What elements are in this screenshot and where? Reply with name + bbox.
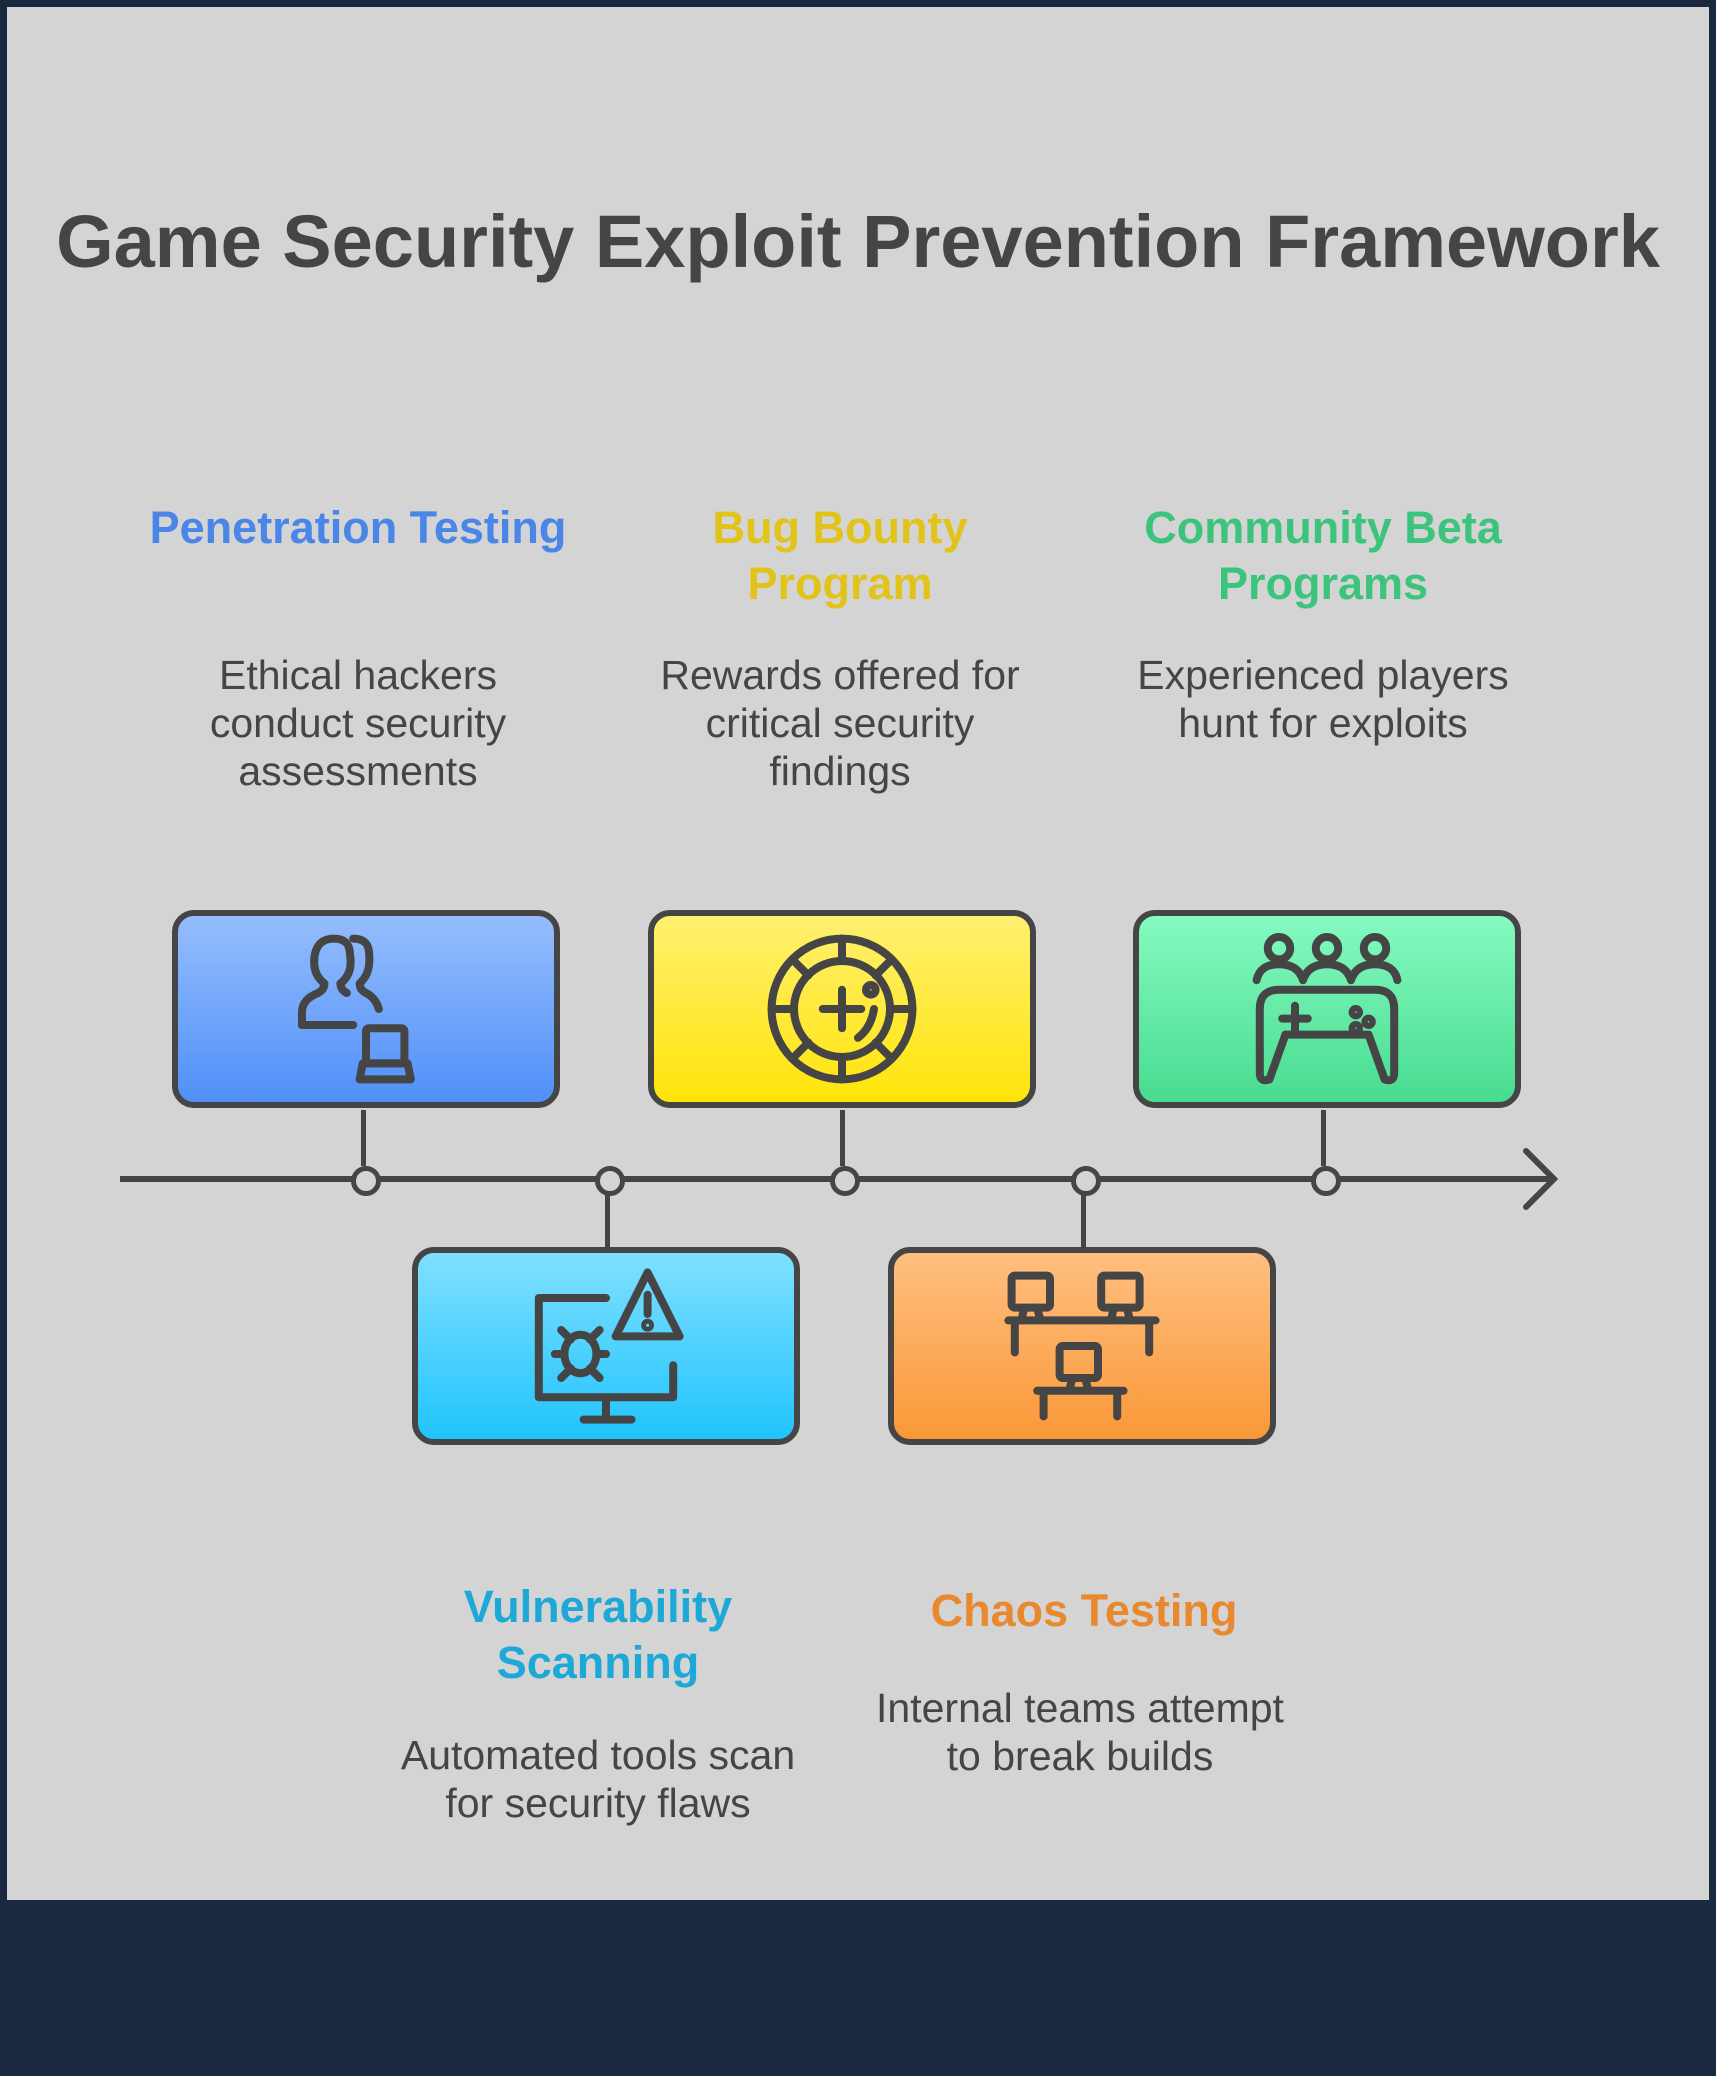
timeline-node (1311, 1166, 1341, 1196)
players-gamepad-icon (1252, 933, 1402, 1085)
step-heading: Chaos Testing (930, 1585, 1238, 1636)
timeline-node (595, 1166, 625, 1196)
step-description: Internal teams attempt to break builds (876, 1685, 1284, 1779)
connector (1321, 1110, 1326, 1166)
users-laptop-icon (298, 934, 415, 1084)
step-heading: Vulnerability Scanning (463, 1581, 733, 1688)
connector (605, 1189, 610, 1247)
step-description: Rewards offered for critical security fi… (660, 652, 1020, 794)
step-card-vulnerability-scanning (412, 1247, 800, 1445)
step-card-community-beta (1133, 910, 1521, 1108)
step-heading: Penetration Testing (149, 502, 567, 553)
timeline-node (351, 1166, 381, 1196)
step-description: Experienced players hunt for exploits (1137, 652, 1509, 746)
step-heading: Bug Bounty Program (712, 502, 968, 609)
step-description: Ethical hackers conduct security assessm… (209, 652, 507, 794)
connector (840, 1110, 845, 1166)
step-card-penetration-testing (172, 910, 560, 1108)
workstations-icon (1004, 1271, 1160, 1421)
timeline-node (830, 1166, 860, 1196)
step-heading: Community Beta Programs (1144, 502, 1502, 609)
roulette-wheel-icon (767, 934, 917, 1084)
monitor-bug-warning-icon (534, 1268, 684, 1424)
step-description: Automated tools scan for security flaws (400, 1732, 796, 1826)
step-card-bug-bounty (648, 910, 1036, 1108)
connector (1081, 1189, 1086, 1247)
timeline-node (1071, 1166, 1101, 1196)
step-card-chaos-testing (888, 1247, 1276, 1445)
connector (361, 1110, 366, 1166)
page-title: Game Security Exploit Prevention Framewo… (56, 200, 1660, 283)
arrow-head-icon (1523, 1148, 1559, 1210)
